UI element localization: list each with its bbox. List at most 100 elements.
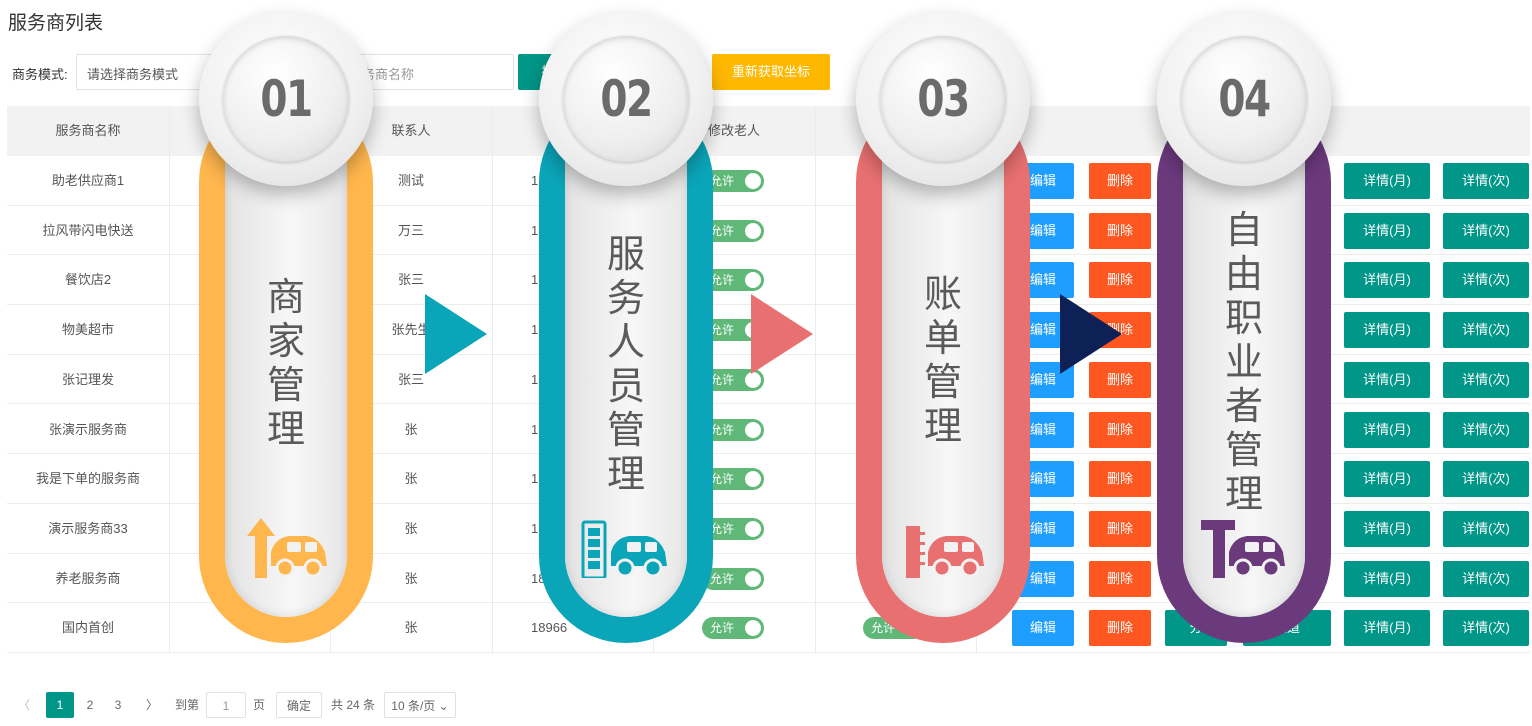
phone-cell: 1 bbox=[531, 173, 539, 188]
page-title: 服务商列表 bbox=[8, 13, 104, 34]
allow-switch[interactable]: 允许 bbox=[702, 617, 764, 640]
car-icon bbox=[581, 508, 671, 580]
detail-count-button[interactable]: 详情(次) bbox=[1443, 610, 1529, 647]
phone-cell: 1 bbox=[531, 272, 539, 288]
step-arrow-icon bbox=[425, 294, 487, 374]
switch-knob bbox=[745, 421, 761, 438]
switch-knob bbox=[745, 620, 761, 637]
detail-count-button[interactable]: 详情(次) bbox=[1443, 312, 1529, 349]
delete-button[interactable]: 删除 bbox=[1089, 262, 1151, 299]
detail-count-button[interactable]: 详情(次) bbox=[1443, 510, 1529, 547]
allow-switch[interactable]: 允许 bbox=[702, 219, 764, 242]
delete-button[interactable]: 删除 bbox=[1089, 212, 1151, 249]
delete-button[interactable]: 删除 bbox=[1089, 163, 1151, 199]
delete-button[interactable]: 删除 bbox=[1089, 610, 1151, 647]
header-modify-elder: 修改老人 bbox=[707, 123, 760, 138]
provider-name-cell: 助老供应商1 bbox=[51, 173, 125, 188]
step-title: 自由职业者管理 bbox=[1224, 208, 1263, 516]
switch-label: 允许 bbox=[710, 472, 735, 487]
business-mode-select[interactable]: 请选择商务模式 bbox=[76, 54, 212, 90]
switch-label: 允许 bbox=[710, 174, 735, 188]
step-arrow-icon bbox=[751, 294, 813, 374]
goto-page-input[interactable]: 1 bbox=[206, 692, 246, 718]
step-title: 账单管理 bbox=[923, 272, 962, 448]
next-page-button[interactable]: 〉 bbox=[145, 698, 158, 712]
step-title: 服务人员管理 bbox=[606, 232, 645, 496]
detail-count-button[interactable]: 详情(次) bbox=[1443, 262, 1529, 299]
provider-name-cell: 养老服务商 bbox=[55, 570, 121, 586]
phone-cell: 1 bbox=[531, 322, 539, 338]
chevron-down-icon: ⌄ bbox=[438, 699, 449, 713]
detail-month-button[interactable]: 详情(月) bbox=[1344, 212, 1430, 249]
column-divider bbox=[492, 106, 493, 652]
detail-count-button[interactable]: 详情(次) bbox=[1443, 212, 1529, 249]
provider-name-cell: 物美超市 bbox=[61, 322, 114, 338]
detail-month-button[interactable]: 详情(月) bbox=[1344, 610, 1430, 647]
car-icon bbox=[898, 508, 988, 578]
detail-count-button[interactable]: 详情(次) bbox=[1443, 560, 1529, 597]
delete-button[interactable]: 删除 bbox=[1089, 461, 1151, 498]
page-3-button[interactable]: 3 bbox=[114, 698, 122, 712]
switch-knob bbox=[745, 371, 761, 388]
goto-label: 到第 bbox=[174, 698, 199, 712]
allow-switch[interactable]: 允许 bbox=[702, 269, 764, 292]
contact-cell: 张 bbox=[404, 570, 418, 586]
edit-button[interactable]: 编辑 bbox=[1012, 610, 1074, 647]
detail-month-button[interactable]: 详情(月) bbox=[1344, 163, 1430, 199]
step-arrow-icon bbox=[1060, 294, 1122, 374]
switch-label: 允许 bbox=[710, 273, 735, 288]
step-number-disc: 03 bbox=[880, 36, 1006, 162]
detail-month-button[interactable]: 详情(月) bbox=[1344, 361, 1430, 398]
allow-switch[interactable]: 允许 bbox=[702, 418, 764, 441]
page-unit-label: 页 bbox=[252, 698, 265, 712]
total-count: 共 24 条 bbox=[330, 698, 376, 712]
step-number-disc: 02 bbox=[563, 36, 689, 162]
delete-button[interactable]: 删除 bbox=[1089, 510, 1151, 547]
page-size-select[interactable]: 10 条/页 ⌄ bbox=[384, 692, 456, 718]
detail-count-button[interactable]: 详情(次) bbox=[1443, 163, 1529, 199]
provider-name-cell: 张记理发 bbox=[61, 371, 114, 387]
page-2-button[interactable]: 2 bbox=[86, 698, 94, 712]
switch-label: 允许 bbox=[710, 323, 735, 338]
detail-month-button[interactable]: 详情(月) bbox=[1344, 510, 1430, 547]
detail-month-button[interactable]: 详情(月) bbox=[1344, 411, 1430, 448]
delete-button[interactable]: 删除 bbox=[1089, 560, 1151, 597]
switch-label: 允许 bbox=[710, 521, 735, 536]
provider-name-cell: 我是下单的服务商 bbox=[35, 471, 140, 487]
detail-month-button[interactable]: 详情(月) bbox=[1344, 461, 1430, 498]
switch-knob bbox=[745, 272, 761, 289]
detail-count-button[interactable]: 详情(次) bbox=[1443, 411, 1529, 448]
switch-label: 允许 bbox=[710, 621, 735, 636]
detail-month-button[interactable]: 详情(月) bbox=[1344, 262, 1430, 299]
allow-switch[interactable]: 允许 bbox=[702, 567, 764, 590]
switch-label: 允许 bbox=[710, 422, 735, 437]
allow-switch[interactable]: 允许 bbox=[702, 368, 764, 391]
phone-cell: 1 bbox=[531, 421, 539, 437]
phone-cell: 1 bbox=[531, 222, 539, 238]
step-number: 04 bbox=[1218, 70, 1271, 128]
detail-count-button[interactable]: 详情(次) bbox=[1443, 461, 1529, 498]
provider-name-cell: 张演示服务商 bbox=[48, 421, 127, 437]
contact-cell: 张 bbox=[404, 471, 418, 487]
step-number: 02 bbox=[600, 70, 653, 128]
goto-confirm-button[interactable]: 确定 bbox=[276, 692, 322, 718]
column-divider bbox=[815, 106, 816, 652]
step-number-badge: 04 bbox=[1157, 12, 1331, 186]
prev-page-button[interactable]: 〈 bbox=[17, 698, 30, 712]
refresh-coordinates-button[interactable]: 重新获取坐标 bbox=[712, 54, 830, 90]
detail-month-button[interactable]: 详情(月) bbox=[1344, 312, 1430, 349]
page-1-button[interactable]: 1 bbox=[46, 692, 74, 718]
business-mode-label: 商务模式: bbox=[12, 67, 68, 82]
detail-month-button[interactable]: 详情(月) bbox=[1344, 560, 1430, 597]
contact-cell: 张三 bbox=[397, 371, 424, 387]
delete-button[interactable]: 删除 bbox=[1089, 411, 1151, 448]
allow-switch[interactable]: 允许 bbox=[702, 517, 764, 540]
switch-knob bbox=[745, 173, 761, 189]
contact-cell: 张 bbox=[404, 620, 418, 636]
allow-switch[interactable]: 允许 bbox=[702, 170, 764, 192]
allow-switch[interactable]: 允许 bbox=[702, 468, 764, 491]
switch-label: 允许 bbox=[710, 372, 735, 387]
detail-count-button[interactable]: 详情(次) bbox=[1443, 361, 1529, 398]
